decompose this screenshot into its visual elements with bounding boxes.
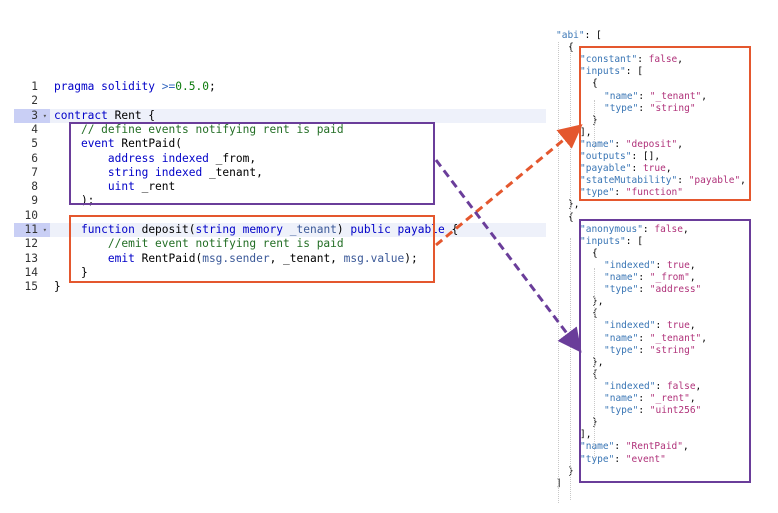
line-number: 9	[31, 194, 38, 208]
json-line: "payable": true,	[580, 163, 672, 175]
json-line: "stateMutability": "payable",	[580, 175, 746, 187]
line-number: 12	[24, 237, 38, 251]
code-text: pragma solidity >=0.5.0;	[54, 80, 216, 93]
json-line: "anonymous": false,	[580, 223, 689, 235]
json-line: "type": "string"	[604, 344, 696, 356]
json-line: "name": "_tenant",	[604, 332, 707, 344]
code-text: function deposit(string memory _tenant) …	[80, 223, 459, 236]
code-line: 4 // define events notifying rent is pai…	[14, 123, 546, 137]
json-line: ],	[580, 126, 592, 138]
code-text: event RentPaid(	[80, 137, 182, 151]
json-line: "name": "_from",	[604, 272, 696, 283]
json-line: "type": "string"	[604, 102, 696, 114]
json-line: {	[568, 211, 574, 223]
json-line: "constant": false,	[580, 54, 683, 66]
code-text: // define events notifying rent is paid	[80, 122, 344, 136]
json-line: },	[592, 356, 604, 368]
json-line: ],	[580, 429, 592, 441]
code-text: }	[54, 280, 61, 294]
code-line: 5 event RentPaid(	[14, 137, 546, 151]
code-line: 14 }	[14, 266, 546, 280]
line-number: 3▾	[14, 108, 50, 123]
fold-toggle-icon[interactable]: ▾	[42, 226, 47, 234]
json-line: {	[592, 78, 598, 90]
code-line: 3▾ contract Rent {	[14, 108, 546, 123]
json-line: "name": "_rent",	[604, 393, 696, 404]
abi-function-entry-box	[579, 46, 751, 201]
json-line: "type": "uint256"	[604, 405, 702, 417]
json-line: "name": "RentPaid",	[580, 441, 689, 453]
line-number: 6	[31, 151, 38, 165]
json-line: "outputs": [],	[580, 151, 661, 162]
code-text: //emit event notifying rent is paid	[107, 237, 344, 251]
function-to-abi-arrow	[435, 124, 583, 247]
json-line: "name": "deposit",	[580, 138, 683, 150]
line-number: 14	[24, 265, 38, 279]
indent-guide	[558, 42, 559, 503]
code-text: address indexed _from,	[107, 151, 257, 165]
code-line: 8 uint _rent	[14, 180, 546, 194]
event-to-abi-arrow	[434, 159, 582, 353]
json-line: "name": "_tenant",	[604, 90, 707, 102]
json-line: "inputs": [	[580, 235, 643, 247]
indent-guide	[594, 268, 595, 460]
json-line: "indexed": true,	[604, 320, 696, 332]
json-line: "type": "address"	[604, 284, 702, 296]
line-number: 8	[31, 180, 38, 194]
json-line: "type": "function"	[580, 187, 683, 199]
indent-guide	[570, 238, 571, 500]
json-line: },	[592, 296, 604, 308]
line-number: 13	[24, 251, 38, 265]
code-text: contract Rent {	[54, 108, 156, 122]
line-number: 15	[24, 280, 38, 294]
event-definition-box	[69, 122, 435, 205]
code-line: 13 emit RentPaid(msg.sender, _tenant, ms…	[14, 252, 546, 266]
function-definition-box	[69, 215, 435, 283]
code-text: }	[54, 265, 88, 279]
code-line: 10	[14, 209, 546, 223]
line-number: 2	[31, 94, 38, 108]
line-number: 5	[31, 137, 38, 151]
line-number: 10	[24, 208, 38, 222]
code-text: emit RentPaid(msg.sender, _tenant, msg.v…	[107, 251, 418, 265]
json-line: "type": "event"	[580, 453, 666, 465]
code-line: 15}	[14, 280, 546, 294]
abi-event-entry-box	[579, 219, 751, 483]
code-line: 1 pragma solidity >=0.5.0;	[14, 80, 546, 94]
code-text: string indexed _tenant,	[107, 165, 263, 179]
line-number: 4	[31, 122, 38, 136]
code-line: 6 address indexed _from,	[14, 152, 546, 166]
json-line: },	[568, 199, 580, 211]
code-line: 2	[14, 94, 546, 108]
code-line: 11▾ function deposit(string memory _tena…	[14, 223, 546, 237]
line-number: 7	[31, 165, 38, 179]
code-line: 12 //emit event notifying rent is paid	[14, 237, 546, 251]
code-text: uint _rent	[107, 180, 176, 194]
code-line: 7 string indexed _tenant,	[14, 166, 546, 180]
line-number: 1	[31, 80, 38, 93]
indent-guide	[594, 100, 595, 150]
json-line: {	[592, 247, 598, 259]
json-line: "indexed": true,	[604, 259, 696, 271]
json-line: {	[568, 42, 574, 54]
json-line: "indexed": false,	[604, 380, 702, 392]
json-line: "abi": [	[556, 30, 602, 41]
fold-toggle-icon[interactable]: ▾	[42, 111, 47, 120]
json-line: "inputs": [	[580, 66, 643, 78]
line-number: 11▾	[14, 223, 50, 237]
